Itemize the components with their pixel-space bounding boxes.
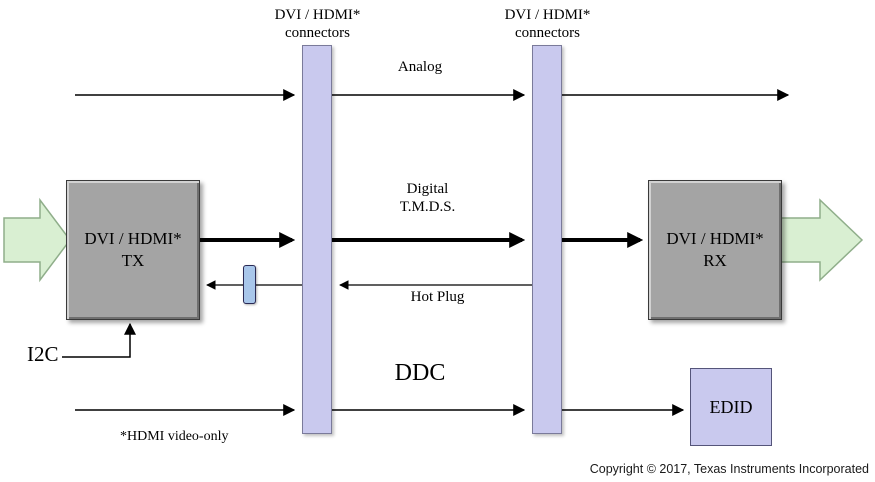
rx-label-line2: RX [703, 251, 727, 270]
dvi-hdmi-connector-bar-left [302, 45, 332, 434]
connector-label-left-line1: DVI / HDMI* [274, 7, 361, 23]
digital-label-line1: Digital [406, 181, 449, 197]
digital-tmds-label: Digital T.M.D.S. [370, 180, 485, 216]
video-input-green-arrow [3, 197, 71, 283]
connector-label-left-line2: connectors [285, 25, 350, 41]
ddc-label: DDC [394, 360, 446, 386]
connector-label-left: DVI / HDMI* connectors [240, 6, 395, 42]
dvi-hdmi-connector-bar-right [532, 45, 562, 434]
hot-plug-resistor [243, 265, 256, 304]
rx-label-line1: DVI / HDMI* [666, 229, 764, 248]
connector-label-right: DVI / HDMI* connectors [470, 6, 625, 42]
tx-label-line1: DVI / HDMI* [84, 229, 182, 248]
dvi-hdmi-rx-block: DVI / HDMI* RX [648, 180, 782, 320]
connector-label-right-line2: connectors [515, 25, 580, 41]
connector-label-right-line1: DVI / HDMI* [504, 7, 591, 23]
i2c-label: I2C [27, 342, 59, 366]
digital-label-line2: T.M.D.S. [399, 199, 456, 215]
edid-label: EDID [709, 396, 753, 417]
analog-label: Analog [397, 59, 443, 75]
video-output-green-arrow [779, 198, 864, 282]
tx-label-line2: TX [121, 251, 145, 270]
copyright-text: Copyright © 2017, Texas Instruments Inco… [589, 462, 869, 476]
i2c-arrow [62, 322, 136, 358]
dvi-hdmi-tx-block: DVI / HDMI* TX [66, 180, 200, 320]
hot-plug-label: Hot Plug [410, 289, 465, 305]
hdmi-footnote: *HDMI video-only [120, 429, 229, 444]
edid-box: EDID [690, 368, 772, 446]
